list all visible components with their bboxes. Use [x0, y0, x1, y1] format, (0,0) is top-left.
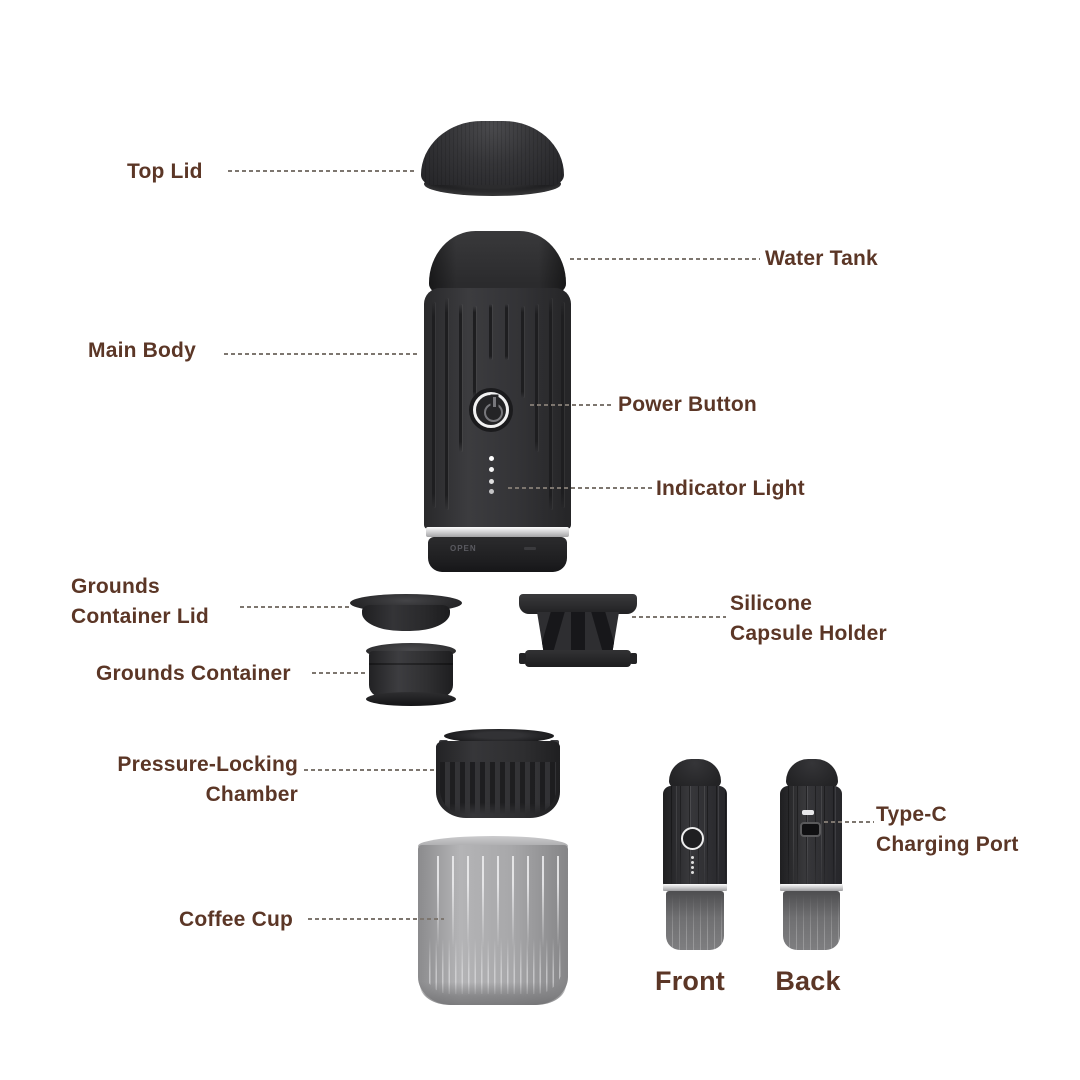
capsule-holder-top-flange — [519, 594, 637, 614]
front-view-label: Front — [655, 966, 725, 996]
top-lid-label: Top Lid — [127, 160, 203, 183]
body-groove — [473, 306, 476, 398]
coffee-cup-label: Coffee Cup — [179, 908, 293, 931]
water-tank-part — [429, 231, 566, 293]
front-view-indicator-dot — [691, 866, 694, 869]
grounds-container-lid-ring — [362, 605, 450, 631]
front-view-indicator-dot — [691, 871, 694, 874]
chamber-rim — [444, 729, 554, 743]
leader-line-coffee-cup — [308, 918, 444, 920]
main-body-label: Main Body — [88, 339, 196, 362]
leader-line-grounds-container — [312, 672, 368, 674]
power-button-ring — [473, 392, 509, 428]
power-button-part — [469, 388, 513, 432]
leader-line-grounds-container-lid — [240, 606, 352, 608]
back-view-silver-band — [780, 884, 843, 891]
leader-line-water-tank — [570, 258, 760, 260]
front-view-indicator-dot — [691, 861, 694, 864]
silver-band — [426, 527, 569, 537]
body-groove — [521, 306, 524, 398]
grounds-container-part — [369, 651, 453, 697]
body-groove — [489, 304, 492, 360]
capsule-holder-leg — [538, 612, 566, 652]
pressure-locking-chamber-label: Pressure-Locking Chamber — [117, 753, 298, 806]
front-view-indicator-dot — [691, 856, 694, 859]
back-view-top-lid — [786, 759, 838, 788]
capsule-holder-bottom-flange — [525, 650, 631, 667]
body-groove — [445, 298, 448, 510]
back-view-cup — [783, 891, 840, 950]
capsule-holder-tab — [630, 653, 637, 664]
chamber-ribs — [440, 762, 556, 814]
usb-icon — [802, 810, 814, 815]
leader-line-indicator-light — [508, 487, 652, 489]
back-view-label: Back — [775, 966, 841, 996]
body-groove — [535, 304, 538, 452]
grounds-container-label: Grounds Container — [96, 662, 291, 685]
body-groove — [459, 304, 462, 452]
capsule-holder-leg — [590, 612, 618, 652]
leader-line-chamber — [304, 769, 434, 771]
capsule-holder-leg — [571, 612, 585, 652]
silicone-capsule-holder-label: Silicone Capsule Holder — [730, 592, 887, 645]
leader-line-type-c — [824, 821, 874, 823]
silicone-capsule-holder-part — [537, 612, 619, 652]
base-open-marking: OPEN — [450, 544, 477, 553]
leader-line-top-lid — [228, 170, 416, 172]
type-c-port — [800, 822, 821, 837]
main-body-base: OPEN — [428, 537, 567, 572]
front-view-power-button — [681, 827, 704, 850]
water-tank-label: Water Tank — [765, 247, 878, 270]
indicator-light-label: Indicator Light — [656, 477, 805, 500]
grounds-container-foot — [366, 692, 456, 706]
front-view-silver-band — [663, 884, 727, 891]
indicator-light-dot — [489, 489, 494, 494]
indicator-light-dot — [489, 456, 494, 461]
coffee-cup-streaks — [424, 856, 562, 948]
base-marking-tick — [524, 547, 536, 550]
capsule-holder-tab — [519, 653, 526, 664]
type-c-charging-port-label: Type-C Charging Port — [876, 803, 1019, 856]
front-view-top-lid — [669, 759, 721, 788]
power-icon-stem — [492, 397, 496, 407]
coffee-cup-foot — [420, 982, 566, 1005]
indicator-light-dot — [489, 467, 494, 472]
front-view-cup — [666, 891, 724, 950]
leader-line-main-body — [224, 353, 420, 355]
power-button-label: Power Button — [618, 393, 757, 416]
indicator-light-dot — [489, 479, 494, 484]
grounds-container-lid-label: Grounds Container Lid — [71, 575, 209, 628]
leader-line-power-button — [530, 404, 614, 406]
top-lid-part — [421, 121, 564, 185]
body-groove — [432, 302, 435, 508]
body-groove — [505, 304, 508, 360]
leader-line-capsule-holder — [632, 616, 726, 618]
